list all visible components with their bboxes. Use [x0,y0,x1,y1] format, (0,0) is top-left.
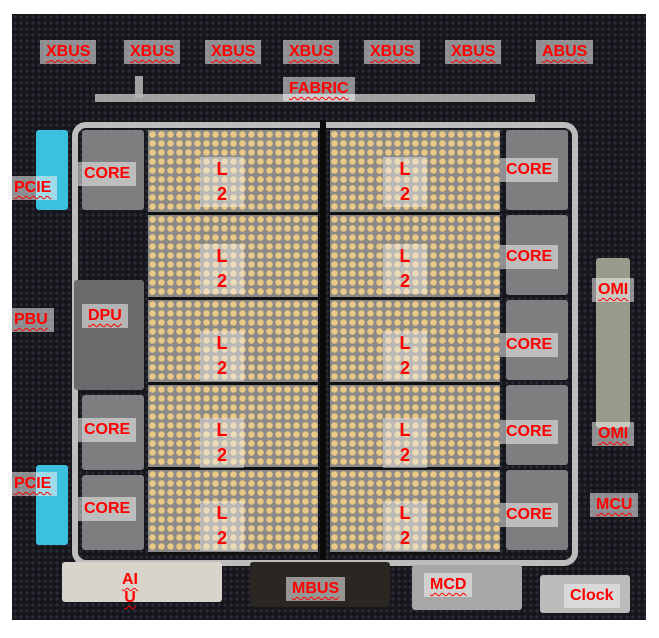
omi-label: OMI [592,422,635,446]
core-label: CORE [500,158,559,182]
l2-block [148,470,318,555]
l2-block [148,385,318,470]
xbus-label: XBUS [205,40,262,64]
mcd-label: MCD [424,573,473,597]
mcu-label: MCU [590,493,639,517]
clock-label: Clock [564,584,620,608]
abus-label: ABUS [536,40,594,64]
fabric-bus [135,76,143,98]
aiu-block [62,562,222,602]
xbus-label: XBUS [40,40,97,64]
core-label: CORE [500,245,559,269]
l2-block [330,300,500,385]
l2-block [148,300,318,385]
core-label: CORE [500,420,559,444]
omi-label: OMI [592,278,635,302]
xbus-label: XBUS [364,40,421,64]
l2-block [330,215,500,300]
l2-block [330,385,500,470]
core-label: CORE [500,333,559,357]
core-label: CORE [78,418,137,442]
l2-block [148,215,318,300]
xbus-label: XBUS [445,40,502,64]
pcie-label: PCIE [8,176,58,200]
xbus-label: XBUS [283,40,340,64]
core-label: CORE [78,162,137,186]
dpu-block [74,280,144,390]
xbus-label: XBUS [124,40,181,64]
dpu-label: DPU [82,304,128,328]
fabric-label: FABRIC [283,77,355,101]
mbus-label: MBUS [286,577,346,601]
core-label: CORE [500,503,559,527]
l2-block [148,130,318,215]
l2-block [330,130,500,215]
pbu-label: PBU [8,308,54,332]
center-spine [320,120,326,560]
pcie-label: PCIE [8,472,58,496]
l2-block [330,470,500,555]
core-label: CORE [78,497,137,521]
